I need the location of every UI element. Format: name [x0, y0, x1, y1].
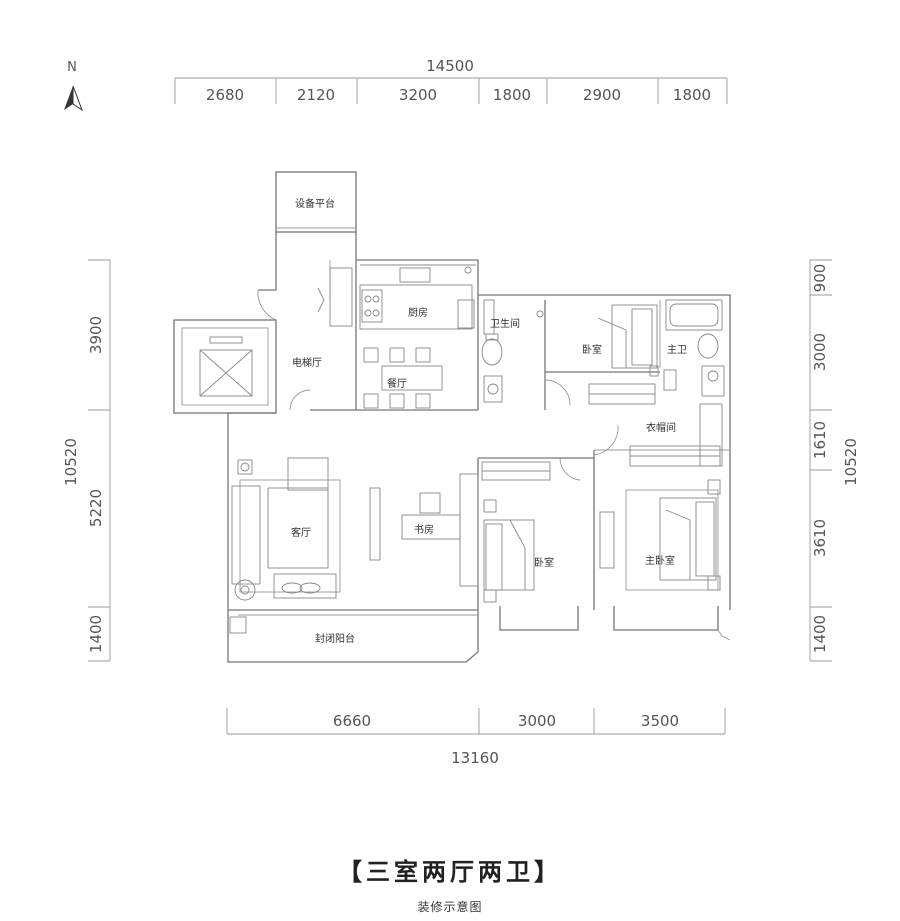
washbasin-icon [483, 375, 503, 403]
right-dimension-segment: 3000 [811, 333, 829, 371]
bed-icon [611, 304, 658, 369]
left-dimension: 10520 3900 5220 1400 [62, 259, 111, 662]
room-label-equipment-platform: 设备平台 [295, 197, 335, 210]
top-dimension-segment: 3200 [399, 86, 437, 104]
bed-icon [659, 497, 717, 581]
right-dimension-segment: 3610 [811, 519, 829, 557]
right-dimension: 10520 900 3000 1610 3610 1400 [809, 259, 860, 662]
room-label-bedroom-north: 卧室 [582, 343, 602, 356]
tv-icon [369, 487, 381, 561]
bookshelf [459, 473, 479, 587]
top-dimension-segment: 2900 [583, 86, 621, 104]
walls [173, 171, 731, 663]
room-labels: 设备平台 厨房 卫生间 卧室 主卫 电梯厅 餐厅 衣帽间 客厅 书房 卧室 主卧… [291, 197, 687, 645]
north-arrow-icon [64, 85, 84, 112]
bottom-total-dimension: 13160 [451, 749, 499, 767]
bed-icon [483, 519, 535, 591]
room-label-living: 客厅 [291, 526, 311, 539]
right-dimension-segment: 900 [811, 264, 829, 293]
room-label-master-bath: 主卫 [667, 344, 687, 356]
room-label-balcony: 封闭阳台 [315, 632, 355, 645]
right-dimension-segment: 1400 [811, 615, 829, 653]
sink-icon [399, 267, 431, 283]
room-label-bedroom-south: 卧室 [534, 556, 554, 569]
layout-title: 【三室两厅两卫】 [338, 857, 562, 886]
compass-north-label: N [67, 60, 77, 75]
toilet-icon [481, 338, 503, 366]
tv-icon [599, 511, 615, 569]
left-dimension-segment: 3900 [87, 316, 105, 354]
left-dimension-segment: 1400 [87, 615, 105, 653]
room-label-master-bedroom: 主卧室 [645, 554, 675, 567]
bottom-dimension-segment: 6660 [333, 712, 371, 730]
top-dimension-segment: 2120 [297, 86, 335, 104]
right-dimension-segment: 1610 [811, 421, 829, 459]
bottom-dimension-segment: 3500 [641, 712, 679, 730]
top-dimension: 14500 2680 2120 3200 1800 2900 1800 [174, 57, 728, 104]
room-label-cloakroom: 衣帽间 [646, 421, 676, 434]
compass: N [64, 60, 84, 112]
left-dimension-segment: 5220 [87, 489, 105, 527]
dining-table [381, 365, 443, 391]
wardrobe [699, 403, 723, 467]
layout-subtitle: 装修示意图 [417, 900, 483, 914]
kitchen-counter [359, 284, 473, 330]
washer-icon [229, 616, 247, 634]
room-label-elevator-hall: 电梯厅 [292, 356, 322, 369]
top-dimension-segment: 1800 [673, 86, 711, 104]
room-label-dining: 餐厅 [387, 377, 407, 390]
coffee-table [273, 573, 337, 599]
left-total-dimension: 10520 [62, 438, 80, 486]
bottom-dimension-segment: 3000 [518, 712, 556, 730]
room-label-kitchen: 厨房 [408, 306, 428, 319]
top-dimension-segment: 2680 [206, 86, 244, 104]
bathtub-icon [665, 299, 723, 331]
top-total-dimension: 14500 [426, 57, 474, 75]
room-label-study: 书房 [414, 523, 434, 536]
room-label-bathroom: 卫生间 [490, 317, 520, 330]
sofa-icon [231, 485, 261, 585]
right-total-dimension: 10520 [842, 438, 860, 486]
top-dimension-segment: 1800 [493, 86, 531, 104]
bottom-dimension: 6660 3000 3500 13160 [226, 708, 726, 767]
elevator-icon [199, 349, 253, 397]
furniture [199, 264, 725, 634]
stove-icon [361, 289, 383, 323]
